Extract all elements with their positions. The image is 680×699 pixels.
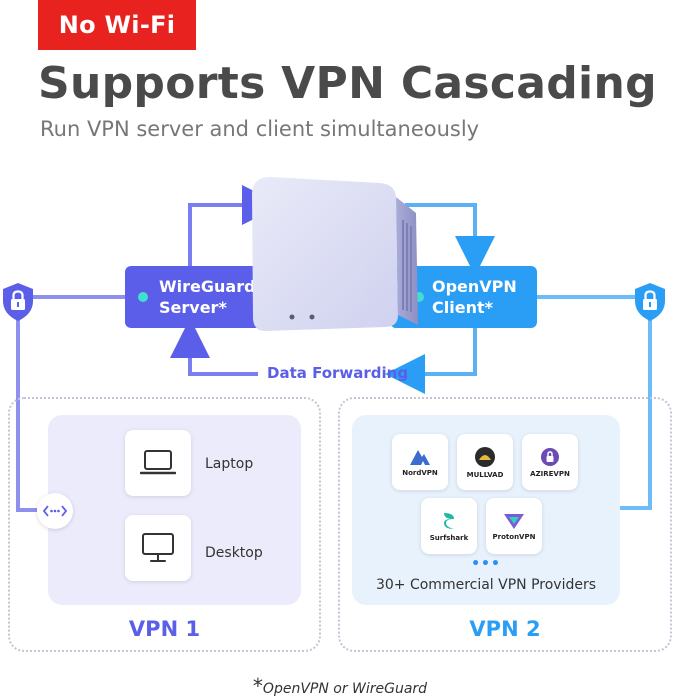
desktop-icon: [142, 533, 174, 562]
footnote: *OpenVPN or WireGuard: [0, 674, 680, 698]
provider-name: Surfshark: [429, 533, 469, 542]
laptop-icon: [140, 450, 176, 475]
surfshark-logo-icon: [444, 512, 454, 529]
arrow-client-forward: [385, 328, 477, 394]
providers-caption: 30+ Commercial VPN Providers: [375, 577, 597, 593]
server-pill-line1: WireGuard: [159, 277, 256, 296]
vpn1-panel: [8, 397, 321, 652]
provider-nordvpn: NordVPN: [392, 434, 448, 490]
desktop-card: [125, 515, 191, 581]
mullvad-logo-icon: [475, 446, 495, 467]
provider-name: MULLVAD: [466, 470, 504, 479]
provider-surfshark: Surfshark: [421, 498, 477, 554]
provider-protonvpn: ProtonVPN: [486, 498, 542, 554]
arrow-forward-to-server: [170, 318, 258, 376]
provider-name: NordVPN: [402, 468, 438, 477]
arrow-device-to-client: [405, 203, 495, 276]
client-status-dot: [414, 292, 424, 302]
nordvpn-logo-icon: [410, 449, 430, 465]
arrow-server-to-device: [188, 185, 282, 266]
vpn1-label: VPN 1: [128, 617, 201, 641]
provider-name: ProtonVPN: [492, 532, 536, 541]
server-status-dot: [138, 292, 148, 302]
vpn2-panel: [338, 397, 672, 652]
protonvpn-logo-icon: [504, 513, 524, 529]
client-pill-line1: OpenVPN: [432, 277, 517, 296]
router-device-icon: [252, 177, 418, 331]
azirevpn-logo-icon: [541, 447, 559, 466]
client-pill-line2: Client*: [432, 298, 493, 317]
data-forwarding-label: Data Forwarding: [267, 364, 409, 382]
server-pill-line2: Server*: [159, 298, 227, 317]
lock-shield-icon: [3, 283, 33, 321]
desktop-label: Desktop: [205, 545, 263, 561]
network-hub-icon: [37, 493, 73, 529]
no-wifi-badge: No Wi-Fi: [38, 0, 196, 50]
laptop-card: [125, 430, 191, 496]
footnote-text: OpenVPN or WireGuard: [262, 681, 428, 697]
laptop-label: Laptop: [205, 456, 254, 472]
provider-name: AZIREVPN: [530, 469, 570, 478]
vpn2-link: [537, 295, 652, 510]
page-subtitle: Run VPN server and client simultaneously: [40, 117, 480, 141]
more-providers-ellipsis: •••: [471, 556, 501, 572]
footnote-star: *: [252, 674, 263, 698]
provider-azirevpn: AZIREVPN: [522, 434, 578, 490]
page-title: Supports VPN Cascading: [38, 58, 657, 109]
provider-mullvad: MULLVAD: [457, 434, 513, 490]
vpn2-label: VPN 2: [469, 617, 541, 641]
lock-shield-icon: [635, 283, 665, 321]
